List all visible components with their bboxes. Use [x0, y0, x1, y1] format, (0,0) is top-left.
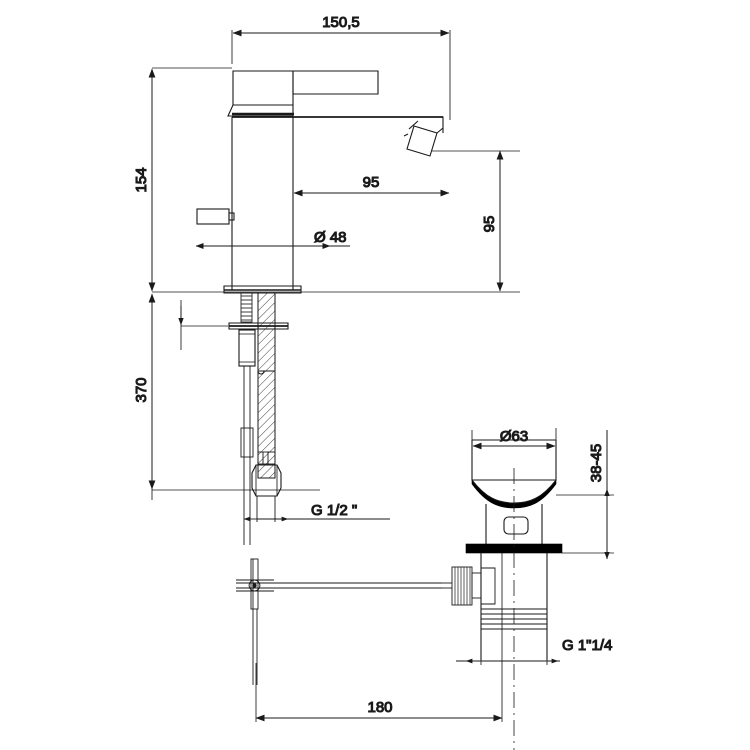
side-lever: [196, 208, 235, 225]
dim-label-body-height: 154: [133, 167, 150, 192]
dim-label-waste-thread: G 1"1/4: [562, 637, 612, 654]
dim-supply-thread: [243, 496, 390, 522]
waste-knurled-knob: [438, 566, 496, 606]
waste-slot: [503, 516, 529, 535]
dim-label-body-diameter: Ø 48: [314, 229, 347, 246]
dim-waste-thread: [456, 632, 560, 665]
dim-spout-height: [432, 150, 520, 292]
thread-detail-upper: [240, 292, 253, 323]
threaded-shank: [257, 292, 276, 479]
mixer-handle: [227, 70, 379, 117]
dim-label-spout-height: 95: [481, 216, 498, 233]
dim-waste-flange-diameter: [471, 428, 557, 450]
tail-collar: [257, 451, 276, 465]
dim-label-spout-projection-total: 150,5: [322, 14, 360, 31]
aerator-nozzle: [403, 120, 444, 157]
extension-lines-mixer: [151, 30, 520, 500]
fixing-nut-sleeve: [238, 329, 256, 367]
pop-up-rod-linkage: [236, 558, 442, 685]
dim-label-spout-reach: 95: [363, 174, 380, 191]
dim-body-diameter: [195, 242, 350, 290]
dim-washer-gap: [178, 300, 228, 350]
supply-tail-tube: [240, 366, 254, 545]
dim-label-shank-total-length: 370: [133, 377, 150, 402]
dim-label-basin-thickness-range: 38-45: [588, 444, 605, 482]
dim-shank-total-length: [148, 293, 320, 491]
mixer-spout-body: [231, 116, 444, 290]
dim-basin-thickness-range: [556, 430, 614, 560]
waste-neck: [485, 504, 543, 544]
dim-rod-span: [255, 550, 503, 722]
mounting-washer-plate: [228, 322, 289, 330]
dim-label-rod-span: 180: [367, 699, 392, 716]
mixer-base-plate: [223, 285, 302, 294]
dim-label-waste-flange-diameter: Ø63: [500, 428, 528, 445]
hex-union-nut: [251, 464, 282, 497]
dim-label-supply-thread: G 1/2 ": [311, 502, 357, 519]
